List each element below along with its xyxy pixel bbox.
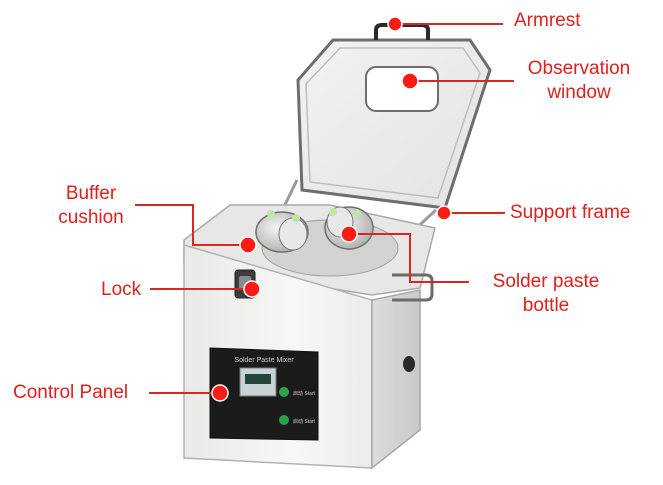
start-indicator-right xyxy=(279,415,289,425)
marker-support-frame xyxy=(436,205,452,221)
bottle-holder-left xyxy=(255,210,309,253)
label-lock: Lock xyxy=(101,279,142,300)
start-indicator-left xyxy=(279,387,289,397)
start-label-right: 启动 Start xyxy=(293,418,316,425)
marker-observation-window xyxy=(401,72,419,90)
label-solder-paste-bottle-line2: bottle xyxy=(522,295,570,316)
marker-buffer-cushion xyxy=(239,236,257,254)
panel-title: Solder Paste Mixer xyxy=(234,357,294,364)
label-observation-window-line1: Observation xyxy=(527,58,631,79)
marker-solder-paste-bottle xyxy=(340,225,358,243)
label-buffer-cushion-line1: Buffer xyxy=(65,183,117,204)
label-solder-paste-bottle: Solder paste bottle xyxy=(475,270,617,318)
leader-buffer-cushion xyxy=(135,204,248,246)
marker-control-panel xyxy=(211,384,229,402)
marker-dots xyxy=(211,16,452,402)
marker-armrest xyxy=(387,16,403,32)
control-panel: Solder Paste Mixer 启动 Start 启动 Start xyxy=(209,347,319,441)
leader-solder-paste-bottle xyxy=(349,233,469,283)
start-label-left: 启动 Start xyxy=(293,390,316,397)
label-buffer-cushion-line2: cushion xyxy=(58,207,124,228)
label-control-panel: Control Panel xyxy=(13,382,129,403)
timer-readout xyxy=(245,374,271,384)
side-handle xyxy=(392,273,434,302)
marker-lock xyxy=(243,280,261,298)
label-solder-paste-bottle-line1: Solder paste xyxy=(492,271,600,292)
lid xyxy=(296,38,492,210)
label-observation-window: Observation window xyxy=(520,57,638,105)
label-observation-window-line2: window xyxy=(547,82,611,103)
leader-lines xyxy=(135,23,514,394)
observation-window xyxy=(365,66,439,112)
body-side xyxy=(371,289,421,470)
label-armrest: Armrest xyxy=(514,10,581,31)
label-support-frame: Support frame xyxy=(510,202,631,223)
label-buffer-cushion: Buffer cushion xyxy=(44,182,138,230)
side-port xyxy=(403,356,415,372)
